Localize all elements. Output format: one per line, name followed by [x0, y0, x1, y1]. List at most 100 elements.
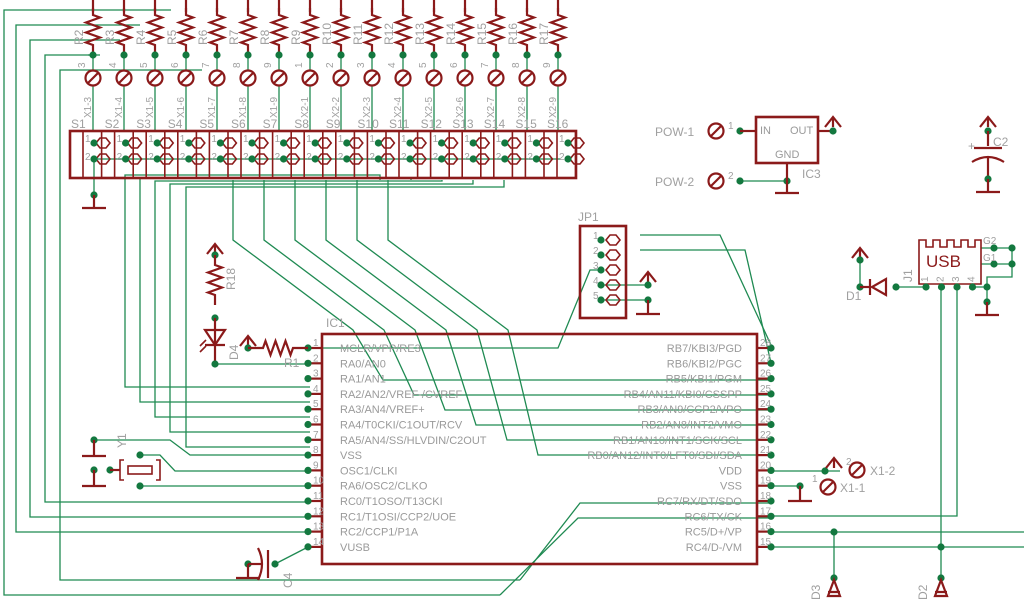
screw-slot [710, 125, 722, 137]
screw-terminal-icon [394, 69, 412, 87]
switch-contact-icon [126, 153, 143, 165]
resistor-label: R3 [103, 29, 117, 45]
pin-number-label: 9 [263, 62, 274, 68]
switch-contact-icon [379, 137, 396, 149]
junction-dot [767, 482, 775, 490]
resistor-label: R8 [258, 29, 272, 45]
wire [140, 454, 308, 472]
ic1-pin-number: 20 [760, 460, 772, 471]
screw-terminal-icon [332, 69, 350, 87]
resistor-r7 [237, 8, 259, 52]
resistor-label: R16 [506, 23, 520, 45]
diode-d1-icon [869, 277, 888, 297]
switch-contact-icon [505, 153, 522, 165]
resistor-r1 [248, 337, 308, 359]
ic1-pin-name: RA6/OSC2/CLKO [340, 481, 428, 493]
junction-dot [829, 127, 837, 135]
switch-pin-label: 1 [211, 134, 217, 145]
usb-pin-label: 4 [967, 276, 978, 282]
junction-dot [151, 51, 159, 59]
ic1-label: IC1 [326, 316, 345, 330]
wire [29, 39, 310, 518]
junction-dot [830, 528, 838, 536]
jp1-label: JP1 [578, 210, 599, 224]
screw-terminal-icon [115, 69, 133, 87]
wire [519, 502, 771, 581]
jp1-contact-icon [604, 234, 622, 246]
junction-dot [216, 139, 224, 147]
ic1-pin-name: VDD [719, 465, 742, 477]
bus-wire-diagonal [387, 180, 770, 456]
junction-dot [136, 482, 144, 490]
junction-dot [501, 155, 509, 163]
junction-dot [90, 139, 98, 147]
switch-contact-icon [94, 137, 112, 149]
junction-dot [304, 543, 312, 551]
pin-number-label: 5 [139, 62, 150, 68]
junction-dot [501, 139, 509, 147]
bus-wire-diagonal [263, 180, 770, 396]
junction-dot [304, 390, 312, 398]
jp1-pin-label: 4 [593, 276, 599, 287]
resistor-r15 [485, 8, 507, 52]
ic1-pin-number: 15 [760, 537, 772, 548]
pin-number-label: 9 [542, 62, 553, 68]
switch-pin-label: 1 [433, 134, 439, 145]
switch-pin-label: 2 [401, 152, 407, 163]
ic1-pin-name: RB7/KBI3/PGD [667, 343, 742, 355]
c2-label: C2 [993, 135, 1009, 149]
resistor-label: R12 [382, 23, 396, 45]
switch-label: S6 [231, 117, 246, 131]
terminal-label: X1-5 [145, 96, 156, 118]
junction-dot [1008, 244, 1016, 252]
switch-pin-label: 2 [527, 152, 533, 163]
switch-pin-label: 1 [527, 134, 533, 145]
junction-dot [136, 451, 144, 459]
junction-dot [767, 466, 775, 474]
wire [44, 54, 310, 503]
switch-contact-icon [442, 137, 459, 149]
junction-dot [767, 420, 775, 429]
bus-wire [124, 174, 381, 388]
pin-number-label: 8 [511, 62, 522, 68]
switch-label: S16 [547, 117, 569, 131]
junction-dot [343, 155, 351, 163]
ic1-pin-number: 14 [313, 537, 325, 548]
resistor-r3 [113, 8, 135, 52]
screw-terminal-icon [146, 69, 164, 87]
ic1-pin-name: RC6/TX/CK [685, 511, 743, 523]
switch-pin-label: 2 [496, 152, 502, 163]
pin-number-label: 1 [294, 62, 305, 68]
junction-dot [304, 375, 312, 383]
switch-label: S2 [105, 117, 120, 131]
pin-number-label: 8 [232, 62, 243, 68]
pin-number-label: 5 [418, 62, 429, 68]
switch-contact-icon [347, 137, 364, 149]
junction-dot [280, 139, 288, 147]
junction-dot [892, 283, 900, 291]
junction-dot [304, 451, 312, 459]
junction-dot [213, 51, 221, 59]
terminal-label: X1-9 [269, 96, 280, 118]
switch-pin-label: 1 [369, 134, 375, 145]
wire [640, 249, 772, 364]
ic1-pin-number: 2 [313, 353, 319, 364]
junction-dot [374, 139, 382, 147]
switch-contact-icon [252, 153, 270, 165]
junction-dot [597, 236, 605, 244]
switch-pin-label: 2 [433, 152, 439, 163]
switch-contact-icon [410, 153, 428, 165]
switch-pin-label: 1 [464, 134, 470, 145]
terminal-label: X2-3 [362, 96, 373, 118]
screw-terminal-x1-1-icon [819, 478, 837, 496]
switch-label: S10 [357, 117, 379, 131]
switch-label: S1 [71, 117, 86, 131]
switch-contact-icon [568, 153, 586, 165]
junction-dot [1008, 260, 1016, 268]
d4-label: D4 [227, 344, 241, 360]
ic1-pin-number: 11 [313, 491, 324, 502]
junction-dot [248, 139, 256, 147]
screw-terminal-pow1-icon [707, 122, 725, 140]
ic1-pin-number: 26 [760, 369, 772, 380]
screw-terminal-icon [84, 69, 102, 87]
